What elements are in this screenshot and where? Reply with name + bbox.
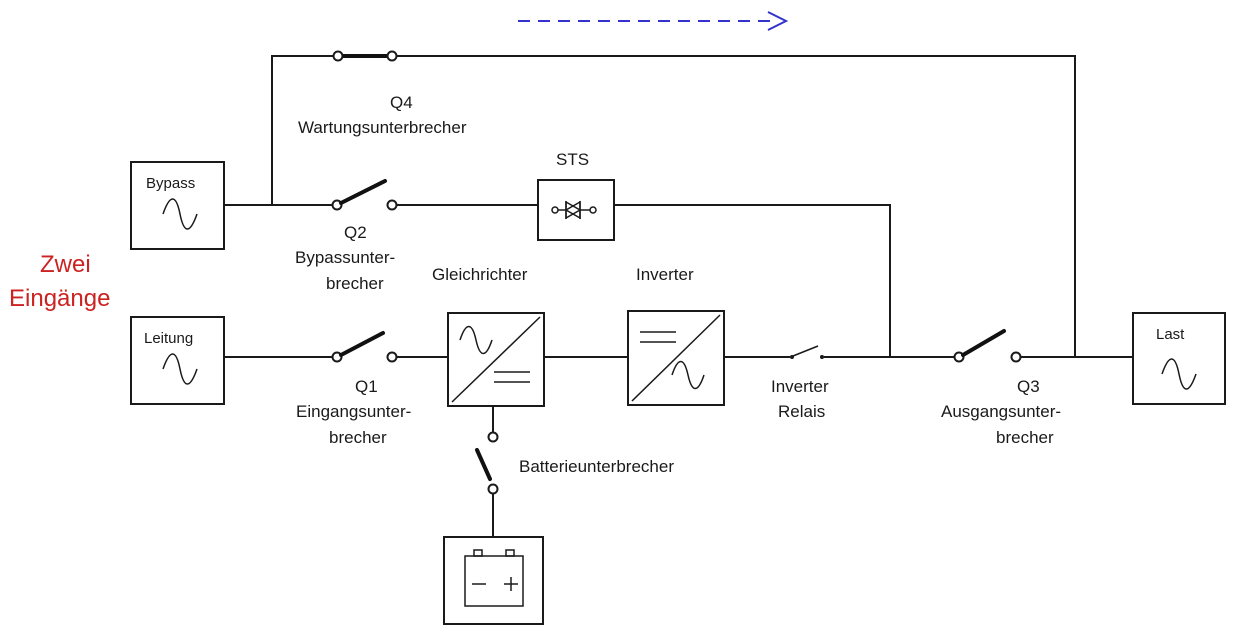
sts-label: STS (556, 150, 589, 169)
q4-name: Wartungsunterbrecher (298, 118, 467, 137)
rectifier-block (447, 312, 545, 407)
mains-label: Leitung (144, 330, 193, 347)
rectifier-label: Gleichrichter (432, 265, 528, 284)
battery-block (443, 536, 544, 625)
bypass-source (130, 161, 225, 250)
q1-name-1: Eingangsunter- (296, 402, 411, 421)
q1-label: Q1 (355, 377, 378, 396)
q2-breaker (331, 179, 398, 211)
battery-breaker-label: Batterieunterbrecher (519, 457, 674, 476)
inverter-label: Inverter (636, 265, 694, 284)
maintenance-bypass-line (271, 50, 1076, 357)
sine-wave-icon (1161, 358, 1197, 390)
q2-name-1: Bypassunter- (295, 248, 395, 267)
inverter-relay-label-1: Inverter (771, 377, 829, 396)
inverter-relay (790, 345, 824, 359)
sts-switch (537, 179, 615, 241)
q3-name-2: brecher (996, 428, 1054, 447)
sine-wave-icon (162, 353, 198, 385)
rectifier-icon (451, 316, 541, 403)
sine-wave-icon (162, 198, 198, 230)
q4-label: Q4 (390, 93, 413, 112)
q3-name-1: Ausgangsunter- (941, 402, 1061, 421)
two-inputs-label-1: Zwei (40, 251, 91, 278)
thyristor-icon (551, 200, 597, 220)
q3-breaker (953, 329, 1022, 363)
bypass-label: Bypass (146, 175, 195, 192)
inverter-block (627, 310, 725, 406)
inverter-relay-label-2: Relais (778, 402, 825, 421)
q1-name-2: brecher (329, 428, 387, 447)
q2-name-2: brecher (326, 274, 384, 293)
battery-icon (464, 549, 524, 607)
q1-breaker (331, 331, 398, 363)
q3-label: Q3 (1017, 377, 1040, 396)
flow-arrow-icon (518, 11, 789, 31)
two-inputs-label-2: Eingänge (9, 285, 110, 312)
q2-label: Q2 (344, 223, 367, 242)
load-block (1132, 312, 1226, 405)
battery-breaker (475, 431, 499, 495)
mains-source (130, 316, 225, 405)
load-label: Last (1156, 326, 1185, 343)
inverter-icon (631, 314, 721, 402)
